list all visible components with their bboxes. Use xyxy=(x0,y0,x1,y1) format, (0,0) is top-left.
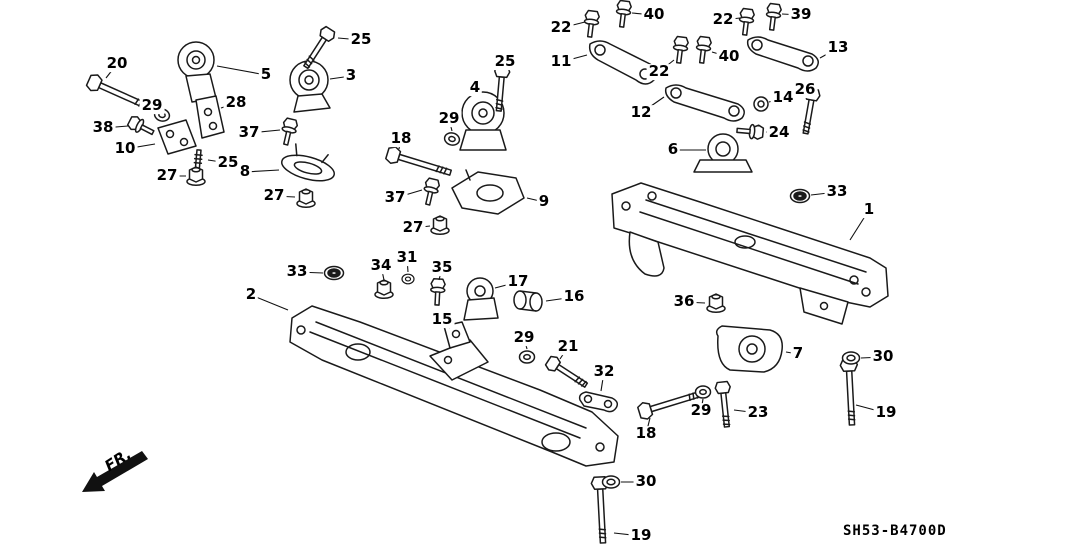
leader-line xyxy=(502,61,506,69)
part-bracket-28 xyxy=(195,95,225,139)
leader-line xyxy=(658,59,675,73)
fr-direction-arrow xyxy=(82,451,148,492)
leader-line xyxy=(474,87,481,95)
leader-line xyxy=(631,12,655,16)
leader-line xyxy=(855,404,887,414)
leader-line xyxy=(559,346,569,360)
leader-line xyxy=(804,89,813,96)
leader-line xyxy=(216,65,267,76)
leader-line xyxy=(819,47,839,59)
leader-line xyxy=(560,21,586,29)
leader-line xyxy=(722,17,741,21)
leader-line xyxy=(244,169,280,173)
leader-line xyxy=(768,97,784,103)
part-mount-7 xyxy=(715,325,783,373)
part-arm-32 xyxy=(578,391,619,413)
leader-line xyxy=(250,294,289,311)
leader-line xyxy=(640,96,665,114)
leader-line xyxy=(398,138,402,150)
leader-line xyxy=(765,131,780,134)
part-mount-17 xyxy=(463,277,499,321)
leader-line xyxy=(220,102,237,109)
leader-line xyxy=(523,337,528,350)
leader-line xyxy=(273,195,296,198)
leader-line xyxy=(207,159,229,164)
leader-line xyxy=(600,371,605,392)
part-bracket-10 xyxy=(157,119,197,155)
part-code: SH53-B4700D xyxy=(843,523,947,539)
leader-line xyxy=(394,189,423,199)
leader-line xyxy=(781,13,802,16)
leader-line xyxy=(526,197,545,203)
leader-line xyxy=(494,281,519,289)
leader-line xyxy=(613,532,642,537)
leader-line xyxy=(438,267,443,281)
part-mount-9 xyxy=(451,169,525,215)
leader-line xyxy=(441,319,451,329)
leader-line xyxy=(380,265,385,281)
part-bracket-15 xyxy=(443,321,471,349)
leader-line xyxy=(448,118,453,132)
part-arm-11 xyxy=(588,40,657,85)
leader-line xyxy=(337,37,362,41)
leader-line xyxy=(545,296,575,302)
leader-line xyxy=(711,51,730,58)
part-arm-12 xyxy=(664,84,745,122)
part-arm-13 xyxy=(746,36,819,72)
leader-line xyxy=(645,417,651,435)
leader-line xyxy=(683,301,706,304)
leader-line xyxy=(849,209,870,241)
part-mount-8 xyxy=(281,143,335,182)
leader-line xyxy=(733,409,759,414)
part-rear-crossmember xyxy=(611,182,889,325)
leader-line xyxy=(124,143,156,150)
leader-line xyxy=(102,125,129,129)
leader-line xyxy=(248,129,281,134)
leader-line xyxy=(406,257,409,273)
leader-line xyxy=(860,356,884,359)
leader-line xyxy=(560,54,588,63)
leader-line xyxy=(810,191,838,196)
leader-line xyxy=(700,398,704,412)
part-mount-4 xyxy=(459,91,507,151)
part-bushing-14 xyxy=(753,96,769,112)
part-mount-6 xyxy=(693,133,753,173)
leader-line xyxy=(296,271,324,274)
part-mount-3 xyxy=(289,60,331,113)
leader-line xyxy=(151,105,159,112)
leader-line xyxy=(105,63,118,79)
part-front-crossmember xyxy=(289,305,619,467)
leader-line xyxy=(412,225,431,229)
part-bushing-16 xyxy=(513,290,543,312)
leader-line xyxy=(785,351,799,355)
leader-line xyxy=(329,75,352,80)
